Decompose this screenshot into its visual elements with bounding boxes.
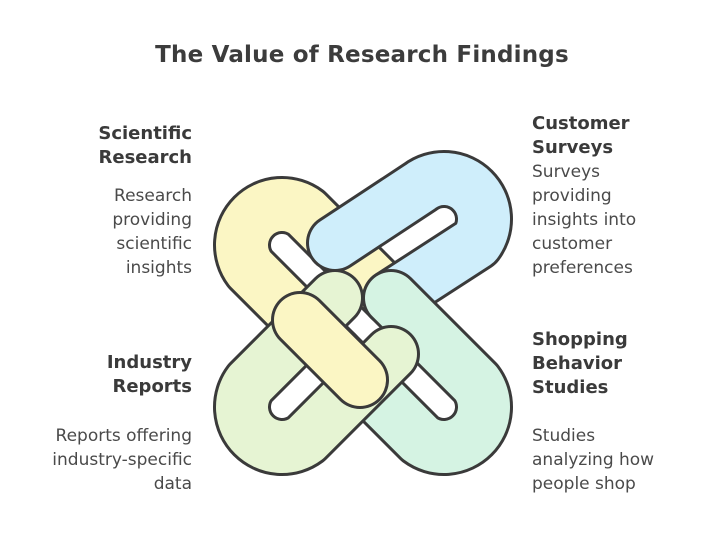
link-fill-industry-reports (216, 272, 417, 473)
scientific-research-heading: Scientific Research (98, 123, 192, 168)
link-fill-scientific-research-overlap (274, 294, 386, 406)
scientific-research-description: Research providing scientific insights (112, 186, 192, 278)
link-fill-scientific-research (216, 179, 417, 380)
link-fill-customer-surveys (309, 153, 510, 324)
customer-surveys-description: Surveys providing insights into customer… (532, 162, 637, 278)
link-fill-shopping-behavior-studies (309, 272, 510, 473)
shopping-behavior-studies-heading: Shopping Behavior Studies (532, 329, 628, 398)
shopping-behavior-studies-description: Studies analyzing how people shop (532, 426, 655, 494)
industry-reports-description: Reports offering industry-specific data (52, 426, 192, 494)
page-title: The Value of Research Findings (155, 42, 569, 68)
industry-reports-heading: Industry Reports (106, 352, 192, 397)
customer-surveys-heading: Customer Surveys (532, 113, 630, 158)
